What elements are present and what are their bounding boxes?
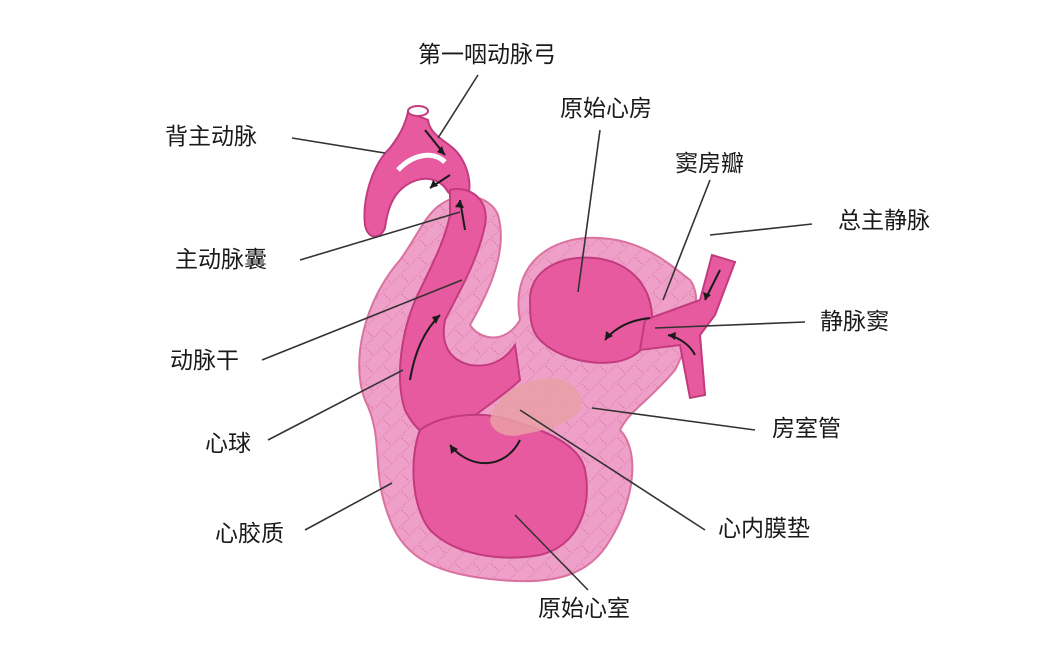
leader-cushion bbox=[519, 409, 706, 531]
dorsal-aorta-shape bbox=[363, 110, 471, 238]
label-truncus-arteriosus: 动脉干 bbox=[170, 348, 239, 374]
leader-ventricle bbox=[514, 514, 589, 591]
leader-dorsal-aorta bbox=[291, 137, 386, 154]
label-aortic-sac: 主动脉囊 bbox=[175, 247, 267, 273]
label-sinoatrial-valve: 窦房瓣 bbox=[675, 151, 744, 177]
label-primitive-atrium: 原始心房 bbox=[560, 96, 652, 122]
heart-tube-group bbox=[399, 188, 737, 559]
leader-atrium bbox=[577, 129, 601, 293]
label-common-cardinal-vein: 总主静脉 bbox=[838, 208, 930, 234]
arrow-head-2 bbox=[430, 180, 438, 188]
endocardial-cushion-shape bbox=[490, 378, 582, 436]
label-atrioventricular-canal: 房室管 bbox=[772, 416, 841, 442]
label-sinus-venosus: 静脉窦 bbox=[820, 309, 889, 335]
arrow-head-3 bbox=[455, 200, 464, 208]
leader-sinus-venosus bbox=[654, 321, 806, 329]
label-primitive-ventricle: 原始心室 bbox=[538, 596, 630, 622]
label-bulbus-cordis: 心球 bbox=[205, 431, 251, 457]
aortic-arch-group bbox=[363, 105, 471, 238]
leader-bulbus bbox=[267, 369, 404, 441]
bulbus-truncus-shape bbox=[399, 188, 522, 440]
leader-cardiac-jelly bbox=[304, 482, 393, 531]
leader-av-canal bbox=[591, 407, 756, 431]
leader-aortic-sac bbox=[299, 211, 461, 261]
arrow-head-5 bbox=[450, 445, 458, 454]
label-first-pharyngeal-arch: 第一咽动脉弓 bbox=[418, 42, 556, 68]
label-cardiac-jelly: 心胶质 bbox=[215, 521, 284, 547]
arrow-head-4 bbox=[432, 315, 440, 324]
leader-lines bbox=[261, 74, 813, 591]
arrow-head-8 bbox=[703, 292, 711, 300]
label-dorsal-aorta: 背主动脉 bbox=[165, 124, 257, 150]
label-endocardial-cushion: 心内膜垫 bbox=[718, 516, 810, 542]
leader-first-arch bbox=[437, 74, 479, 139]
flow-arrow-ventricle bbox=[449, 439, 521, 465]
aorta-opening bbox=[407, 105, 429, 117]
leader-truncus bbox=[261, 279, 463, 361]
arrow-heads bbox=[430, 146, 711, 454]
first-arch-gap bbox=[396, 152, 447, 172]
arrow-head-6 bbox=[605, 331, 613, 340]
leader-sa-valve bbox=[662, 179, 711, 301]
leader-cardinal-vein bbox=[709, 223, 813, 236]
arrow-head-1 bbox=[437, 146, 445, 155]
arrow-head-7 bbox=[668, 332, 676, 340]
